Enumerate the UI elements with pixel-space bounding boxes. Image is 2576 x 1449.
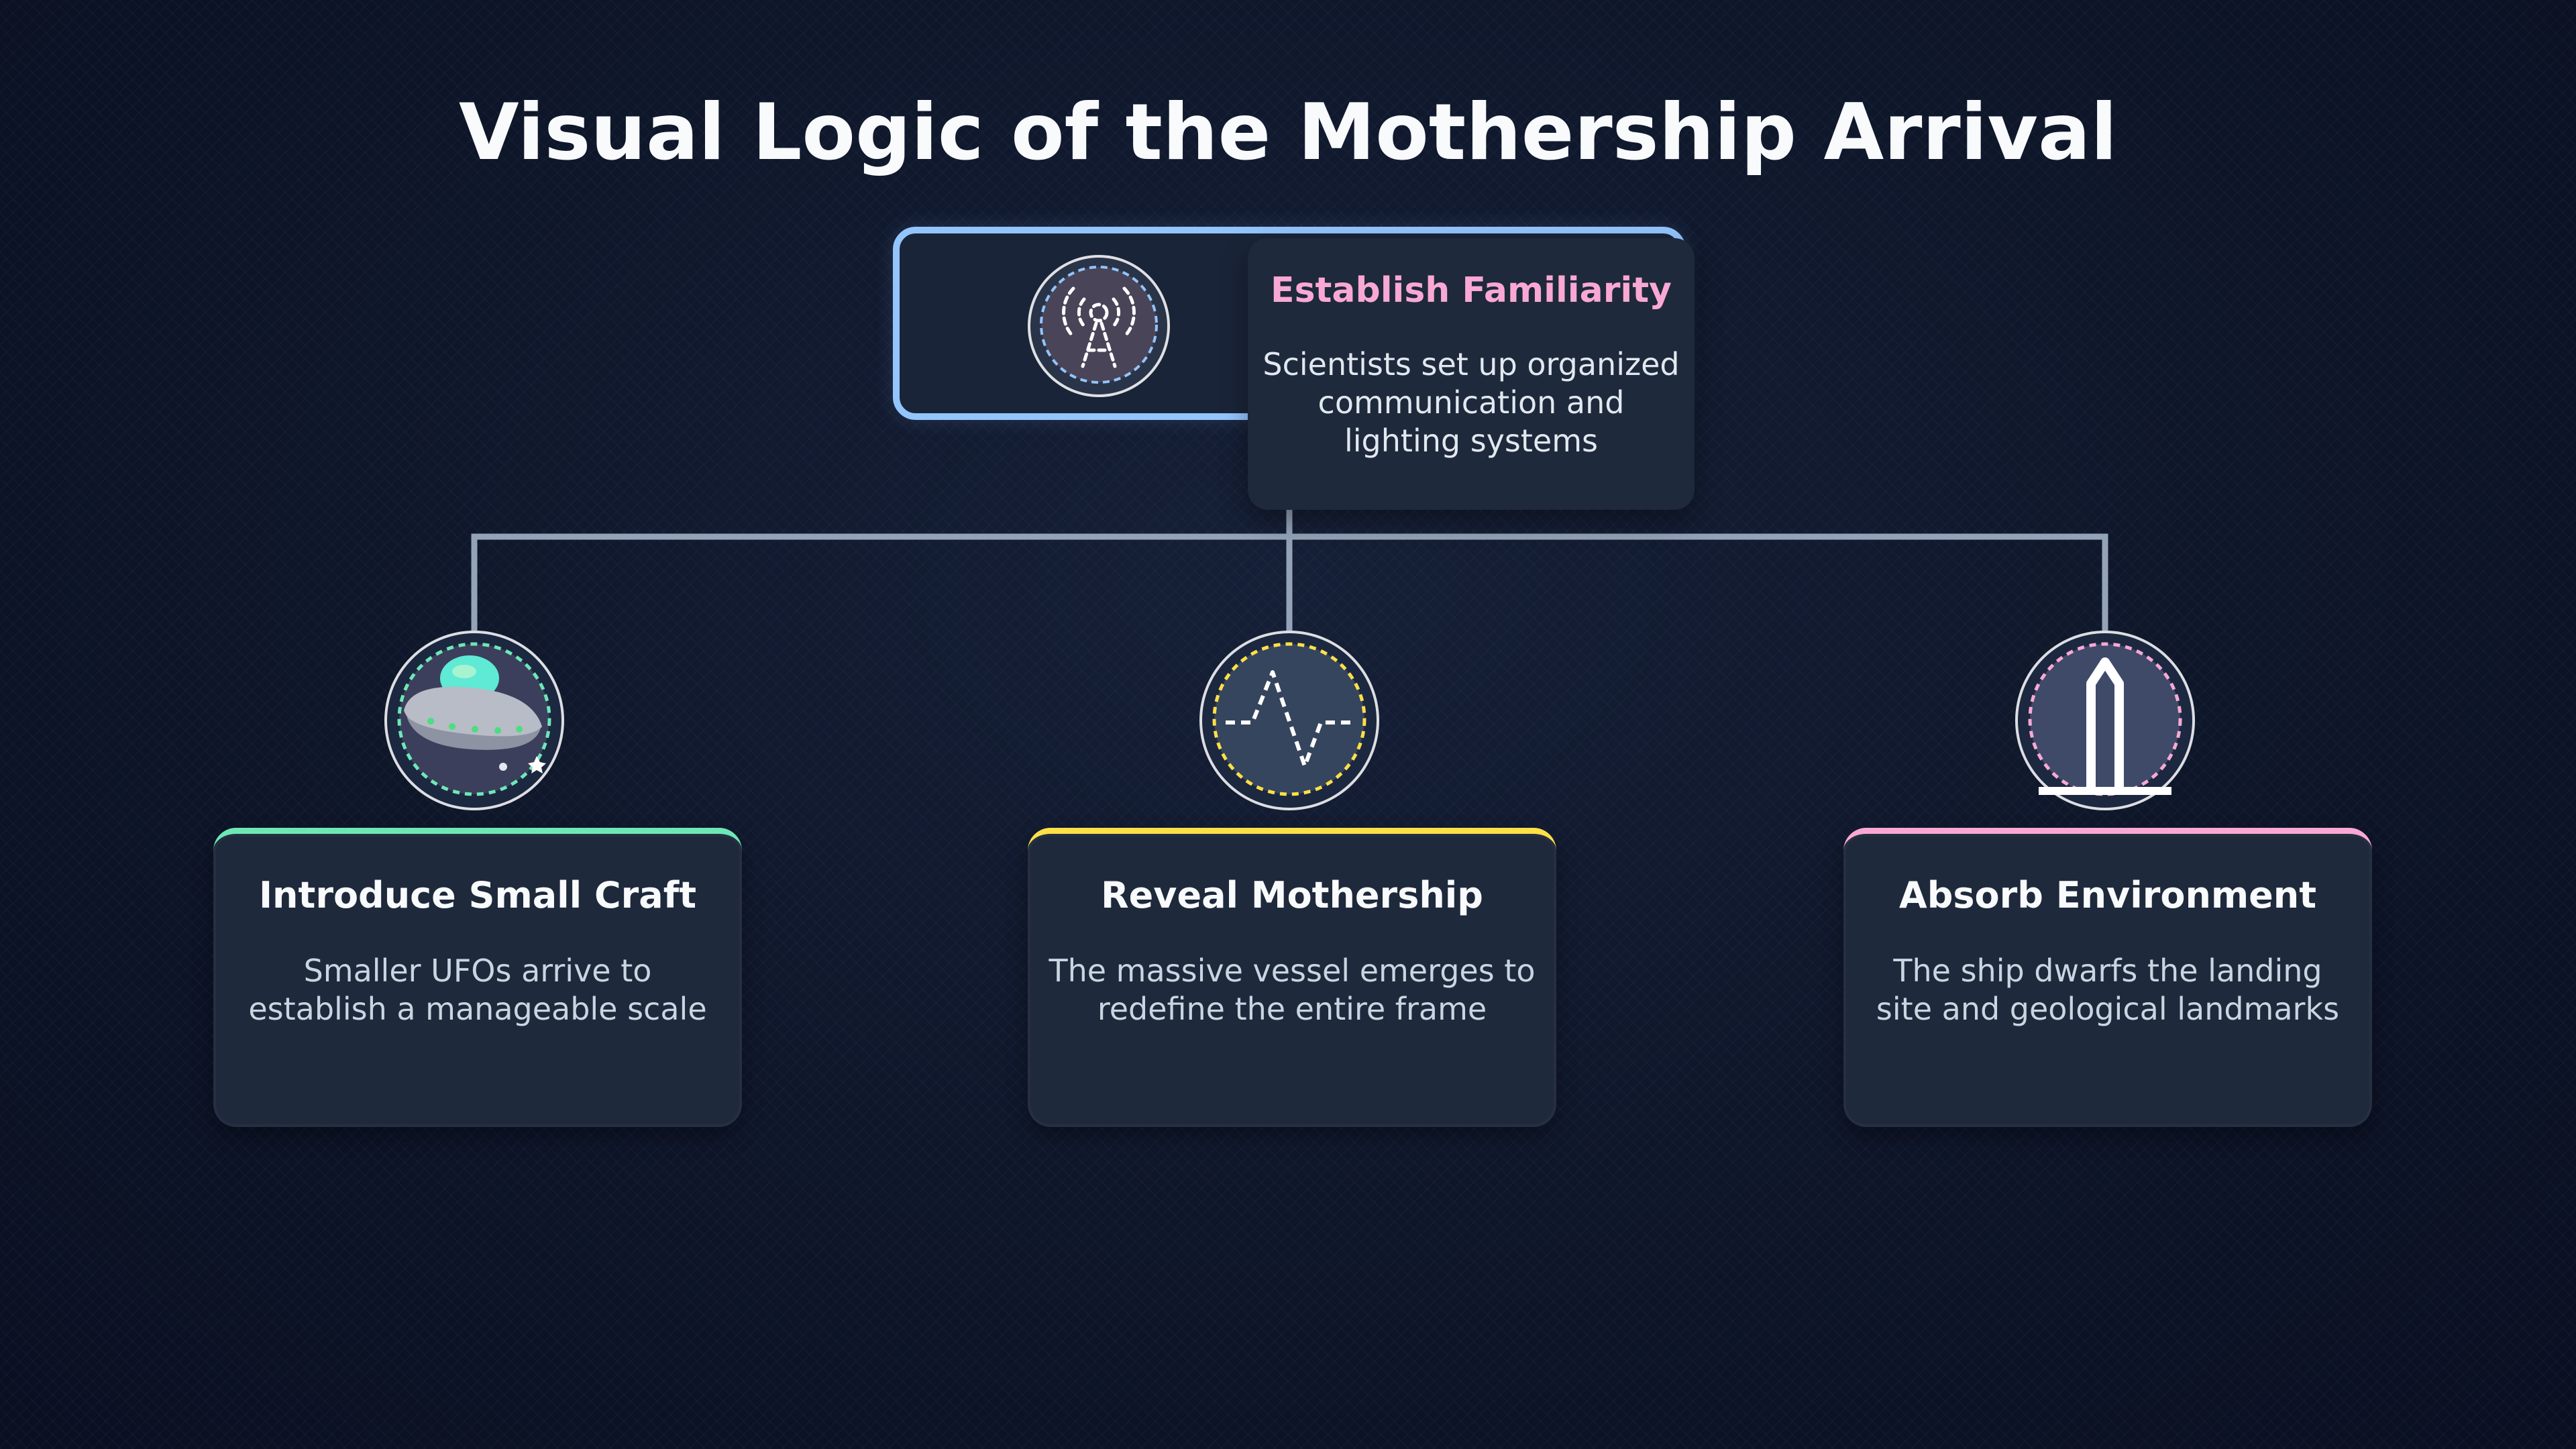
child-description-1: Smaller UFOs arrive to establish a manag…	[248, 953, 707, 1027]
child-icon-badge-2	[1199, 631, 1379, 810]
radio-tower-icon	[1032, 258, 1166, 394]
child-icon-badge-3	[2015, 631, 2195, 810]
child-card-1: Introduce Small Craft Smaller UFOs arriv…	[213, 828, 742, 1127]
child-icon-badge-1	[384, 631, 564, 810]
child-description-3: The ship dwarfs the landing site and geo…	[1876, 953, 2340, 1027]
root-icon-badge	[1028, 255, 1170, 397]
child-card-3: Absorb Environment The ship dwarfs the l…	[1843, 828, 2372, 1127]
child-heading-3: Absorb Environment	[1898, 874, 2317, 916]
child-description-2: The massive vessel emerges to redefine t…	[1049, 953, 1536, 1027]
root-description: Scientists set up organized communicatio…	[1263, 346, 1680, 459]
child-heading-2: Reveal Mothership	[1101, 874, 1483, 916]
root-node-panel: Establish Familiarity Scientists set up …	[1248, 238, 1695, 510]
child-card-2: Reveal Mothership The massive vessel eme…	[1028, 828, 1556, 1127]
signal-wave-icon	[1205, 635, 1373, 806]
root-heading: Establish Familiarity	[1271, 270, 1672, 311]
diagram-title: Visual Logic of the Mothership Arrival	[458, 87, 2118, 178]
child-heading-1: Introduce Small Craft	[258, 874, 697, 916]
monolith-icon	[2021, 635, 2189, 806]
ufo-icon	[390, 635, 558, 806]
